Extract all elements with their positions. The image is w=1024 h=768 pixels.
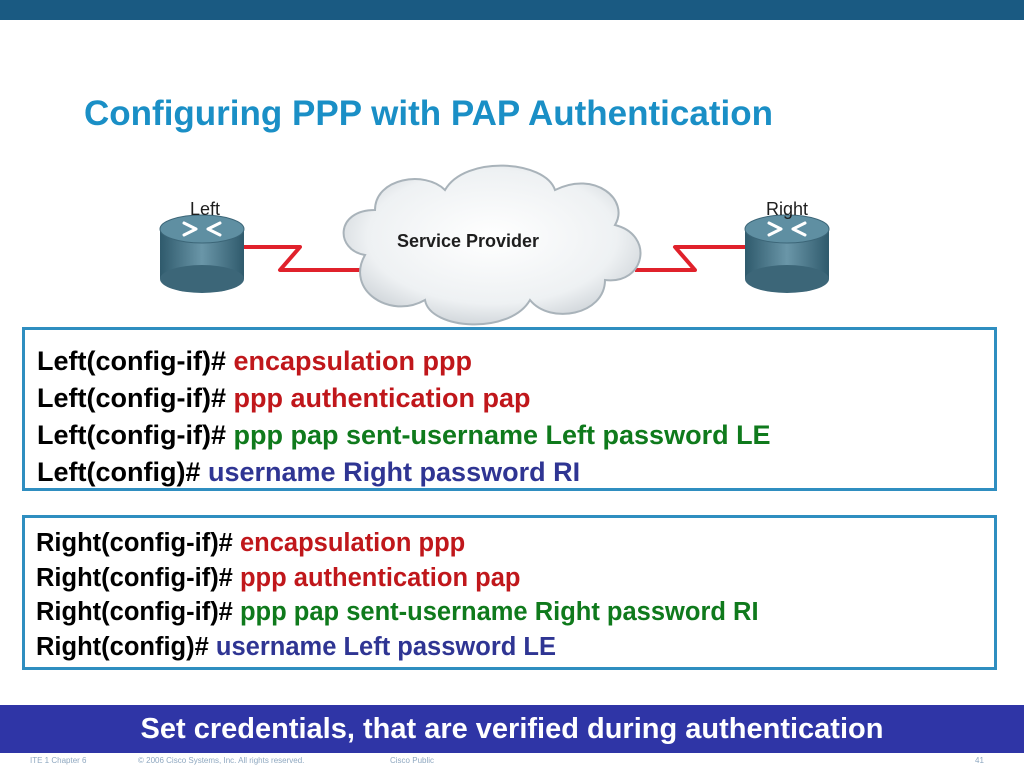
cloud-icon: [342, 164, 642, 326]
config-line: Right(config-if)# encapsulation ppp: [36, 526, 994, 561]
left-config-box: Left(config-if)# encapsulation ppp Left(…: [22, 327, 997, 491]
config-command: ppp authentication pap: [233, 383, 531, 413]
config-line: Right(config-if)# ppp authentication pap: [36, 561, 994, 596]
config-prompt: Left(config-if)#: [37, 420, 226, 450]
footer-page-number: 41: [975, 756, 984, 765]
config-command: ppp authentication pap: [239, 563, 521, 592]
config-line: Right(config)# username Left password LE: [36, 630, 994, 665]
router-icon: [744, 214, 830, 293]
left-serial-link: [240, 245, 365, 272]
config-command: ppp pap sent-username Right password RI: [239, 598, 759, 626]
config-command: encapsulation ppp: [239, 529, 466, 557]
right-serial-link: [635, 245, 750, 272]
summary-banner: Set credentials, that are verified durin…: [0, 705, 1024, 753]
config-prompt: Right(config-if)#: [36, 529, 233, 557]
config-prompt: Right(config)#: [36, 632, 209, 661]
config-line: Left(config-if)# ppp authentication pap: [37, 380, 994, 417]
left-router-label: Left: [190, 199, 220, 219]
config-prompt: Left(config-if)#: [37, 383, 226, 413]
slide-title: Configuring PPP with PAP Authentication: [84, 94, 773, 133]
config-prompt: Left(config)#: [37, 457, 201, 487]
config-command: username Left password LE: [215, 632, 556, 661]
footer-copyright: © 2006 Cisco Systems, Inc. All rights re…: [138, 756, 305, 765]
config-command: encapsulation ppp: [233, 346, 473, 376]
right-config-box: Right(config-if)# encapsulation ppp Righ…: [22, 515, 997, 670]
footer-classification: Cisco Public: [390, 756, 435, 765]
config-command: username Right password RI: [208, 457, 581, 487]
config-prompt: Right(config-if)#: [36, 563, 233, 592]
config-line: Right(config-if)# ppp pap sent-username …: [36, 595, 994, 630]
config-prompt: Right(config-if)#: [36, 598, 233, 626]
slide-footer: ITE 1 Chapter 6 © 2006 Cisco Systems, In…: [0, 753, 1024, 768]
right-router-label: Right: [766, 199, 808, 219]
cloud-label: Service Provider: [397, 231, 539, 251]
config-line: Left(config)# username Right password RI: [37, 454, 994, 491]
top-bar: [0, 0, 1024, 20]
config-line: Left(config-if)# ppp pap sent-username L…: [37, 417, 994, 454]
footer-chapter: ITE 1 Chapter 6: [30, 756, 87, 765]
config-line: Left(config-if)# encapsulation ppp: [37, 343, 994, 380]
router-icon: [159, 214, 245, 293]
config-command: ppp pap sent-username Left password LE: [233, 420, 771, 450]
network-diagram: Service Provider Left Right: [159, 164, 830, 326]
config-prompt: Left(config-if)#: [37, 346, 226, 376]
